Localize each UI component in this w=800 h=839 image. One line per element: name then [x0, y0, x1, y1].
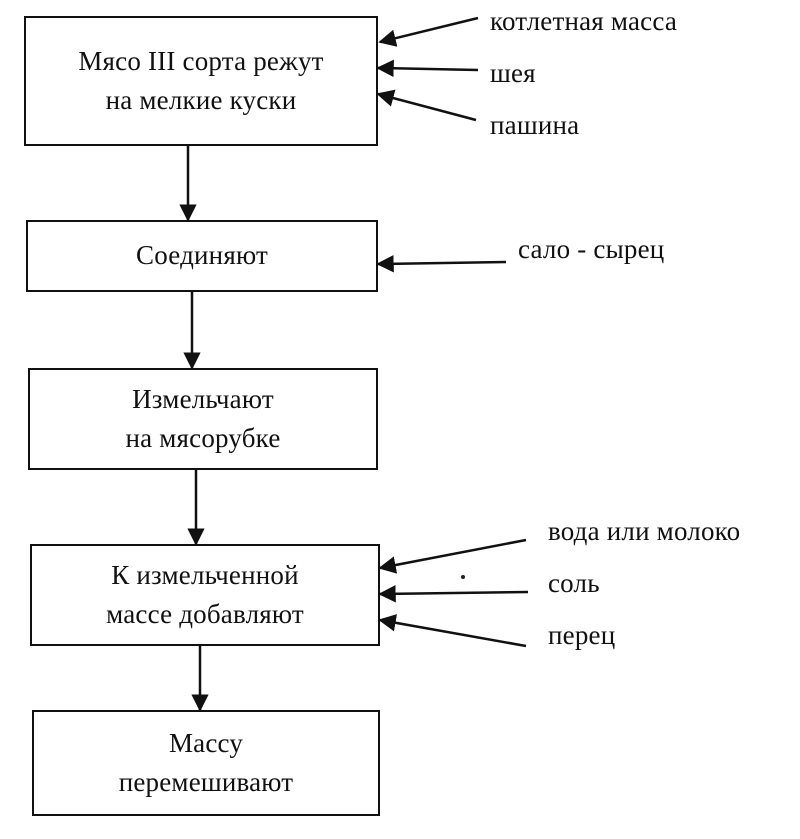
input-arrow-kotletnaya-massa — [378, 16, 479, 47]
step-4-line-1: К измельченной — [111, 559, 299, 590]
step-5-line-1: Массу — [168, 727, 244, 758]
step-2-box: Соединяют — [26, 220, 378, 292]
step-5-line-2: перемешивают — [118, 767, 294, 797]
step-1-line-1: Мясо III сорта режут — [78, 45, 324, 76]
input-arrow-salo-syrets — [376, 255, 507, 273]
step-5-box: Массу перемешивают — [32, 710, 380, 816]
step-4-box: К измельченной массе добавляют — [30, 544, 380, 646]
input-label-salo-syrets: сало - сырец — [518, 234, 665, 264]
step-1-line-2: на мелкие куски — [105, 85, 297, 115]
input-label-perets: перец — [548, 620, 616, 650]
step-4-line-2: массе добавляют — [106, 599, 304, 629]
scan-speck — [461, 575, 465, 579]
step-3-line-1: Измельчают — [132, 383, 274, 414]
step-1-box: Мясо III сорта режут на мелкие куски — [24, 16, 378, 146]
input-label-voda-ili-moloko: вода или молоко — [548, 516, 741, 546]
step-2-line-1: Соединяют — [136, 240, 268, 271]
input-label-sheya: шея — [490, 58, 536, 88]
input-arrow-sheya — [376, 59, 479, 78]
input-arrow-perets — [378, 614, 527, 648]
input-label-pashina: пашина — [490, 110, 580, 140]
step-3-line-2: на мясорубке — [125, 423, 281, 453]
input-arrow-pashina — [376, 89, 477, 122]
input-label-sol: соль — [548, 568, 600, 598]
input-arrow-voda-ili-moloko — [378, 538, 527, 574]
step-3-box: Измельчают на мясорубке — [28, 368, 378, 470]
input-arrow-sol — [378, 585, 529, 603]
input-label-kotletnaya-massa: котлетная масса — [490, 6, 678, 36]
